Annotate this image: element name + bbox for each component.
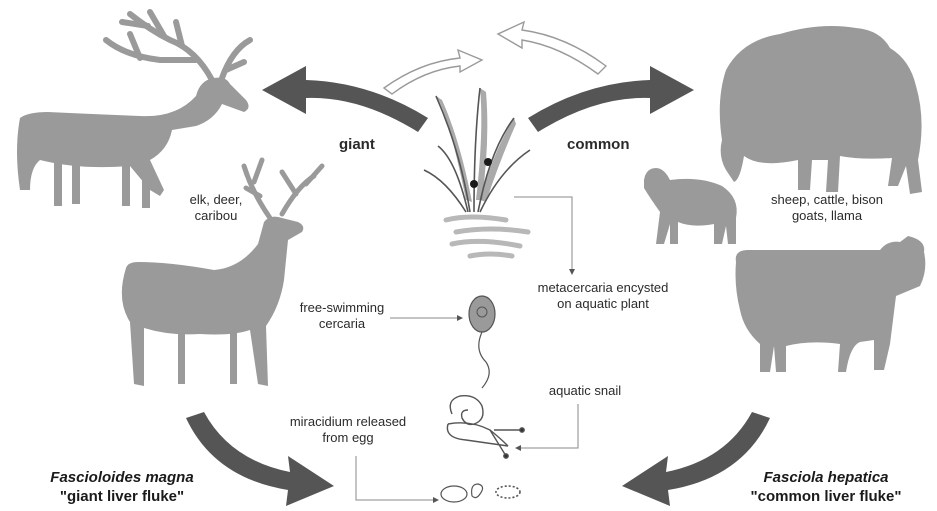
snail-icon xyxy=(447,396,524,458)
common-hosts-line-1: sheep, cattle, bison xyxy=(752,192,902,208)
metacercaria-line-1: metacercaria encysted xyxy=(528,280,678,296)
miracidium-line-2: from egg xyxy=(278,430,418,446)
water-ripples xyxy=(446,217,528,256)
common-hosts-label: sheep, cattle, bison goats, llama xyxy=(752,192,902,224)
bison-icon xyxy=(720,26,922,194)
metacercaria-label: metacercaria encysted on aquatic plant xyxy=(528,280,678,312)
sheep-icon xyxy=(644,168,737,244)
arrow-to-common-hosts xyxy=(528,66,694,132)
miracidium-label: miracidium released from egg xyxy=(278,414,418,446)
aquatic-plant-icon xyxy=(424,88,530,212)
species-left: Fascioloides magna "giant liver fluke" xyxy=(22,468,222,506)
elk-icon xyxy=(17,12,250,208)
cercaria-line-1: free-swimming xyxy=(292,300,392,316)
leader-metacercaria xyxy=(514,197,572,272)
metacercaria-line-2: on aquatic plant xyxy=(528,296,678,312)
metacercaria-dot xyxy=(484,158,492,166)
species-left-scientific: Fascioloides magna xyxy=(22,468,222,487)
species-right-scientific: Fasciola hepatica xyxy=(726,468,926,487)
metacercaria-dot xyxy=(470,180,478,188)
giant-hosts-label: elk, deer, caribou xyxy=(176,192,256,224)
cow-icon xyxy=(736,236,926,372)
giant-hosts-line-1: elk, deer, xyxy=(176,192,256,208)
outline-arrow-right xyxy=(498,22,606,74)
egg-icon xyxy=(441,484,520,502)
giant-hosts-line-2: caribou xyxy=(176,208,256,224)
common-hosts-line-2: goats, llama xyxy=(752,208,902,224)
miracidium-line-1: miracidium released xyxy=(278,414,418,430)
species-right: Fasciola hepatica "common liver fluke" xyxy=(726,468,926,506)
cercaria-icon xyxy=(469,296,495,388)
branch-label-giant: giant xyxy=(339,137,375,153)
species-right-common: "common liver fluke" xyxy=(726,487,926,506)
branch-label-common: common xyxy=(567,137,630,153)
leader-miracidium xyxy=(356,456,436,500)
leader-snail xyxy=(518,404,578,448)
snail-label: aquatic snail xyxy=(540,383,630,399)
species-left-common: "giant liver fluke" xyxy=(22,487,222,506)
cercaria-label: free-swimming cercaria xyxy=(292,300,392,332)
outline-arrow-left xyxy=(384,50,482,94)
cercaria-line-2: cercaria xyxy=(292,316,392,332)
